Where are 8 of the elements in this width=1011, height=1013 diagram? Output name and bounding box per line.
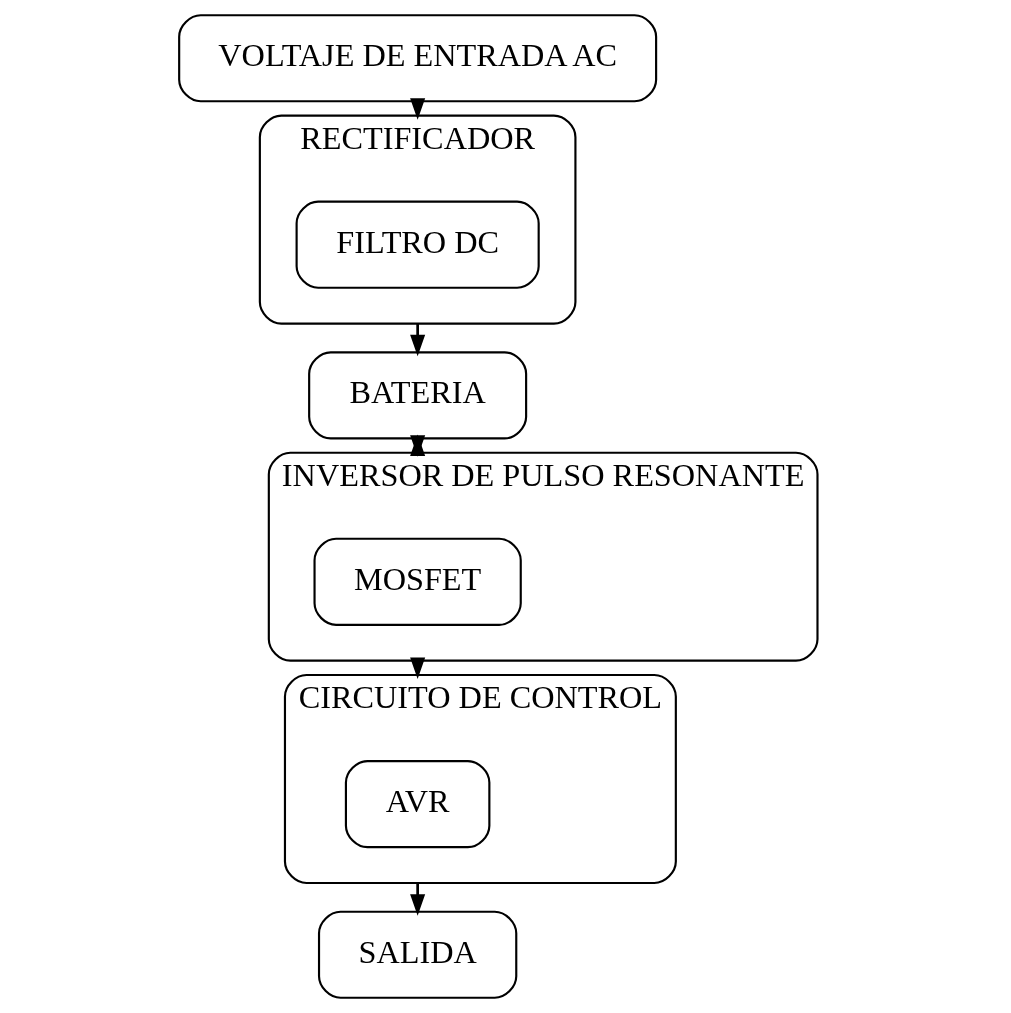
node-box: MOSFET [313,537,522,626]
node-box: FILTRO DC [295,200,540,289]
node-box: AVR [344,760,491,849]
arrow [410,883,426,916]
arrow [410,434,426,457]
arrow [410,323,426,357]
node-box: BATERIA [308,351,528,440]
node-box: SALIDA [317,910,518,999]
